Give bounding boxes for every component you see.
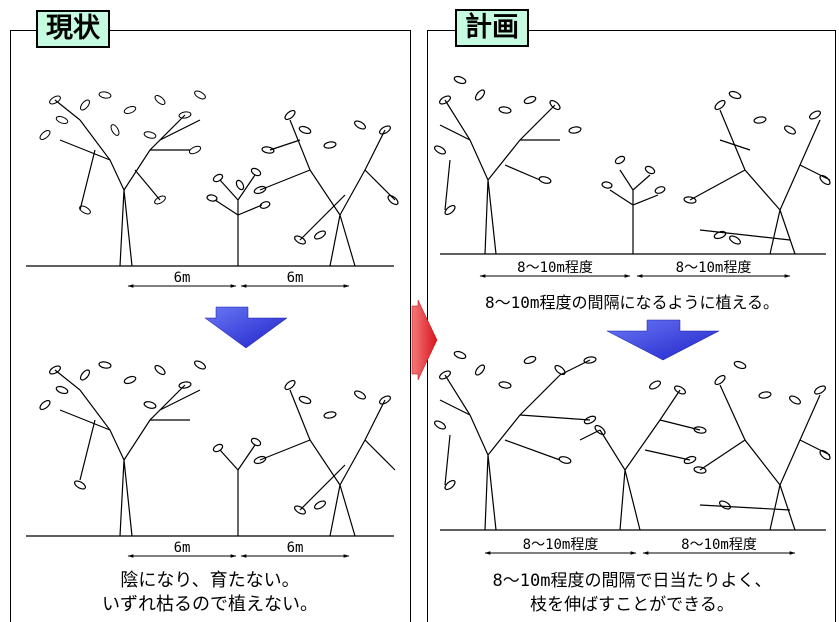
right-top-scene (433, 75, 831, 278)
current-state-panel (10, 30, 411, 622)
tree-small (206, 167, 271, 266)
down-arrow-right (606, 319, 720, 361)
left-caption-line2: いずれ枯るので植えない。 (102, 594, 318, 615)
down-arrow-left (204, 306, 288, 349)
right-bottom-spacing-2: 8〜10m程度 (681, 537, 757, 553)
left-bottom-spacing-1: 6m (173, 540, 191, 556)
right-top-spacing-2: 8〜10m程度 (675, 260, 752, 276)
right-caption-line1: 8〜10m程度の間隔で日当たりよく、 (492, 571, 772, 591)
current-state-label: 現状 (36, 10, 110, 48)
right-mid-caption: 8〜10m程度の間隔になるように植える。 (484, 293, 780, 312)
plan-label: 計画 (455, 9, 529, 47)
right-caption-line2: 枝を伸ばすことができる。 (530, 595, 734, 615)
right-top-spacing-1: 8〜10m程度 (517, 260, 593, 276)
left-top-spacing-1: 6m (173, 270, 191, 286)
left-caption-line1: 陰になり、育たない。 (120, 570, 300, 591)
left-bottom-scene (26, 360, 396, 558)
left-top-scene (26, 90, 399, 288)
side-arrow (411, 299, 438, 381)
right-bottom-spacing-1: 8〜10m程度 (522, 537, 599, 553)
tree-large (39, 90, 206, 267)
tree-right (253, 109, 399, 267)
left-top-spacing-2: 6m (286, 270, 304, 286)
right-bottom-scene (433, 350, 831, 555)
left-bottom-spacing-2: 6m (286, 540, 304, 556)
